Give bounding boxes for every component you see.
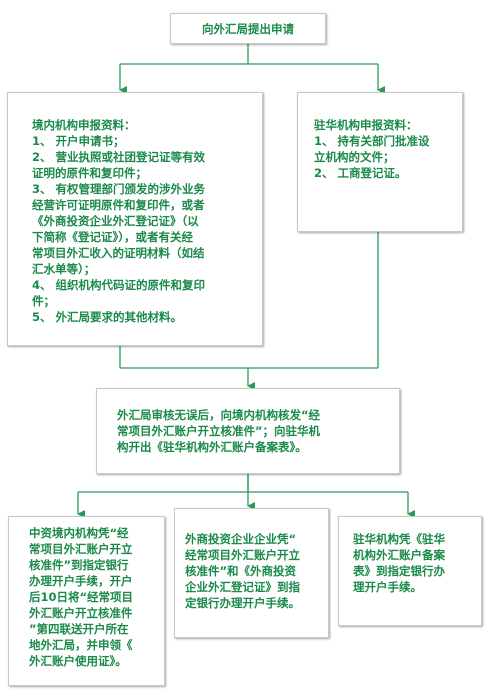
node-foreign-materials: 驻华机构申报资料： 1、 持有关部门批准设 立机构的文件； 2、 工商登记证。 <box>297 92 463 232</box>
leaf1-line: 地外汇局，并申领《 <box>29 638 133 652</box>
domestic-line: 5、 外汇局要求的其他材料。 <box>32 310 183 324</box>
leaf2-line: 定银行办理开户手续。 <box>185 596 300 610</box>
domestic-line: 汇水单等）； <box>32 262 96 276</box>
review-line: 构开出《驻华机构外汇账户备案表》。 <box>117 440 307 454</box>
leaf3-line: 表》到指定银行办 <box>353 564 445 578</box>
leaf2-line: 企业外汇登记证》到指 <box>185 580 300 594</box>
node-review: 外汇局审核无误后，向境内机构核发“经 常项目外汇账户开立核准件”；向驻华机 构开… <box>96 388 400 474</box>
foreign-line: 立机构的文件； <box>314 150 395 164</box>
leaf2-line: 外商投资企业企业凭“ <box>185 532 297 546</box>
node-start-line: 向外汇局提出申请 <box>202 22 294 36</box>
domestic-line: 2、 营业执照或社团登记证等有效 <box>32 150 206 164</box>
node-domestic-materials: 境内机构申报资料： 1、 开户申请书； 2、 营业执照或社团登记证等有效 证明的… <box>7 92 263 346</box>
domestic-line: 下简称《登记证》），或者有关经 <box>32 230 193 244</box>
leaf1-line: ”第四联送开户所在 <box>29 622 129 636</box>
review-line: 外汇局审核无误后，向境内机构核发“经 <box>117 408 321 422</box>
leaf1-line: 外汇账户使用证》。 <box>29 654 127 668</box>
domestic-line: 件； <box>32 294 55 308</box>
leaf1-line: 核准件”到指定银行 <box>29 558 129 572</box>
leaf2-line: 核准件”和《外商投资 <box>185 564 297 578</box>
node-leaf-foreign-invested: 外商投资企业企业凭“ 经常项目外汇账户开立 核准件”和《外商投资 企业外汇登记证… <box>174 508 329 638</box>
leaf3-line: 理开户手续。 <box>353 580 422 594</box>
foreign-line: 1、 持有关部门批准设 <box>314 134 430 148</box>
domestic-line: 经营许可证明原件和复印件，或者 <box>32 198 205 212</box>
domestic-line: 常项目外汇收入的证明材料（如结 <box>32 246 205 260</box>
leaf1-line: 办理开户手续，开户 <box>29 574 133 588</box>
leaf3-line: 机构外汇账户备案 <box>353 548 445 562</box>
leaf1-line: 外汇账户开立核准件 <box>29 606 133 620</box>
domestic-line: 《外商投资企业外汇登记证》（以 <box>32 214 199 228</box>
domestic-line: 1、 开户申请书； <box>32 134 125 148</box>
leaf2-line: 经常项目外汇账户开立 <box>185 548 300 562</box>
node-leaf-chinese-domestic: 中资境内机构凭“经 常项目外汇账户开立 核准件”到指定银行 办理开户手续，开户 … <box>8 516 165 686</box>
domestic-line: 证明的原件和复印件； <box>32 166 147 180</box>
domestic-line: 4、 组织机构代码证的原件和复印 <box>32 278 206 292</box>
node-start: 向外汇局提出申请 <box>170 13 326 44</box>
foreign-line: 驻华机构申报资料： <box>314 118 418 132</box>
foreign-line: 2、 工商登记证。 <box>314 166 407 180</box>
node-leaf-representative-office: 驻华机构凭《驻华 机构外汇账户备案 表》到指定银行办 理开户手续。 <box>338 516 482 626</box>
leaf1-line: 中资境内机构凭“经 <box>29 526 129 540</box>
domestic-line: 3、 有权管理部门颁发的涉外业务 <box>32 182 206 196</box>
leaf1-line: 后10日将“经常项目 <box>29 590 134 604</box>
domestic-line: 境内机构申报资料： <box>32 118 136 132</box>
leaf3-line: 驻华机构凭《驻华 <box>353 532 445 546</box>
leaf1-line: 常项目外汇账户开立 <box>29 542 133 556</box>
review-line: 常项目外汇账户开立核准件”；向驻华机 <box>117 424 321 438</box>
